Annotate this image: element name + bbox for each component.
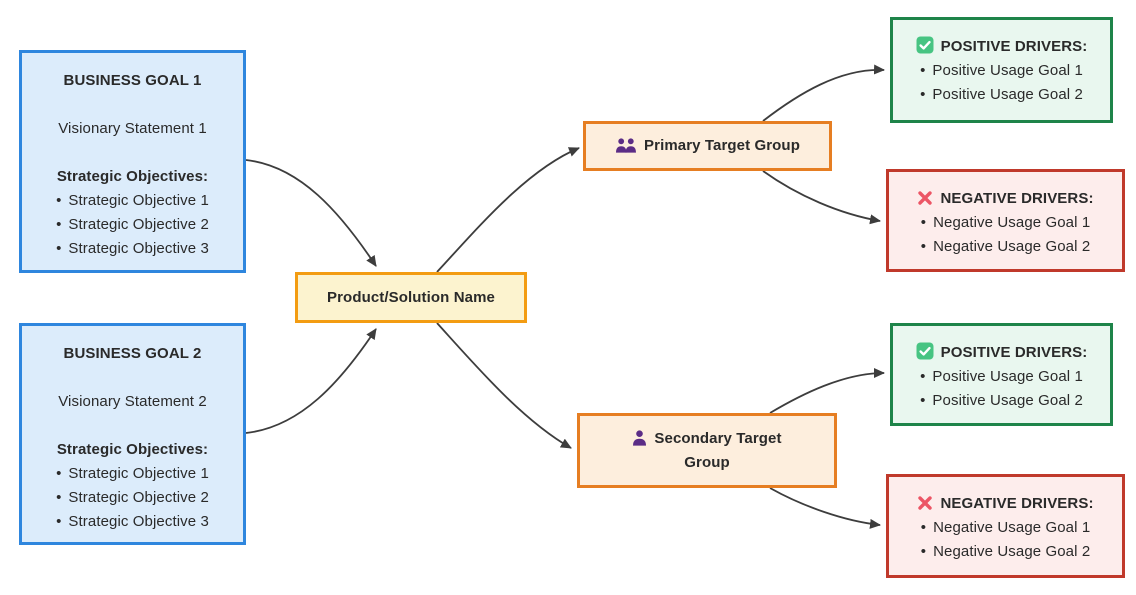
goal-2-objective-item: Strategic Objective 1: [22, 462, 243, 486]
users-icon: [616, 138, 637, 153]
cross-icon: [918, 191, 933, 205]
product-solution-label: Product/Solution Name: [327, 288, 495, 306]
check-icon: [916, 36, 934, 54]
check-icon: [916, 342, 934, 360]
edge-primary-positive: [762, 64, 885, 122]
edge-primary-negative: [762, 170, 881, 225]
secondary-negative-drivers-node: NEGATIVE DRIVERS: Negative Usage Goal 1 …: [886, 474, 1125, 578]
primary-positive-drivers-node: POSITIVE DRIVERS: Positive Usage Goal 1 …: [890, 17, 1113, 123]
positive-usage-goal-item: Positive Usage Goal 2: [893, 389, 1110, 413]
edge-goal2-product: [245, 328, 377, 434]
edge-secondary-negative: [769, 487, 881, 529]
primary-target-group-label: Primary Target Group: [644, 137, 800, 154]
goal-1-objective-item: Strategic Objective 3: [22, 237, 243, 261]
primary-target-group-node: Primary Target Group: [583, 121, 832, 171]
negative-usage-goal-item: Negative Usage Goal 2: [889, 235, 1122, 259]
goal-1-objective-item: Strategic Objective 1: [22, 189, 243, 213]
edge-product-primary: [436, 147, 580, 273]
negative-drivers-heading: NEGATIVE DRIVERS:: [940, 190, 1094, 207]
goal-2-objective-item: Strategic Objective 2: [22, 486, 243, 510]
edge-product-secondary: [436, 322, 572, 449]
user-icon: [633, 429, 647, 446]
positive-drivers-heading-row: POSITIVE DRIVERS:: [893, 341, 1110, 365]
primary-negative-drivers-node: NEGATIVE DRIVERS: Negative Usage Goal 1 …: [886, 169, 1125, 272]
goal-2-title: BUSINESS GOAL 2: [63, 345, 202, 362]
negative-usage-goal-item: Negative Usage Goal 1: [889, 211, 1122, 235]
positive-drivers-heading: POSITIVE DRIVERS:: [940, 344, 1088, 361]
negative-usage-goal-item: Negative Usage Goal 1: [889, 516, 1122, 540]
edge-goal1-product: [245, 159, 377, 267]
negative-usage-goal-item: Negative Usage Goal 2: [889, 540, 1122, 564]
goal-2-vision: Visionary Statement 2: [58, 393, 207, 410]
goal-2-objective-item: Strategic Objective 3: [22, 510, 243, 534]
positive-usage-goal-item: Positive Usage Goal 2: [893, 83, 1110, 107]
positive-usage-goal-item: Positive Usage Goal 1: [893, 59, 1110, 83]
secondary-target-group-label: Secondary Target Group: [654, 429, 782, 471]
product-solution-node: Product/Solution Name: [295, 272, 527, 323]
goal-1-title: BUSINESS GOAL 1: [63, 72, 202, 89]
goal-2-objectives-heading: Strategic Objectives:: [56, 441, 209, 458]
positive-drivers-heading: POSITIVE DRIVERS:: [940, 38, 1088, 55]
business-goal-2-node: BUSINESS GOAL 2 Visionary Statement 2 St…: [19, 323, 246, 545]
positive-usage-goal-item: Positive Usage Goal 1: [893, 365, 1110, 389]
positive-drivers-heading-row: POSITIVE DRIVERS:: [893, 35, 1110, 59]
goal-1-vision: Visionary Statement 1: [58, 120, 207, 137]
secondary-target-group-label-wrap: Secondary Target Group: [620, 427, 795, 475]
primary-target-group-label-wrap: Primary Target Group: [615, 134, 800, 158]
goal-1-objective-item: Strategic Objective 2: [22, 213, 243, 237]
cross-icon: [918, 496, 933, 510]
goal-1-objectives-heading: Strategic Objectives:: [56, 168, 209, 185]
edge-secondary-positive: [769, 368, 885, 414]
secondary-positive-drivers-node: POSITIVE DRIVERS: Positive Usage Goal 1 …: [890, 323, 1113, 426]
negative-drivers-heading-row: NEGATIVE DRIVERS:: [889, 187, 1122, 211]
negative-drivers-heading-row: NEGATIVE DRIVERS:: [889, 492, 1122, 516]
secondary-target-group-node: Secondary Target Group: [577, 413, 837, 488]
negative-drivers-heading: NEGATIVE DRIVERS:: [940, 495, 1094, 512]
business-goal-1-node: BUSINESS GOAL 1 Visionary Statement 1 St…: [19, 50, 246, 273]
